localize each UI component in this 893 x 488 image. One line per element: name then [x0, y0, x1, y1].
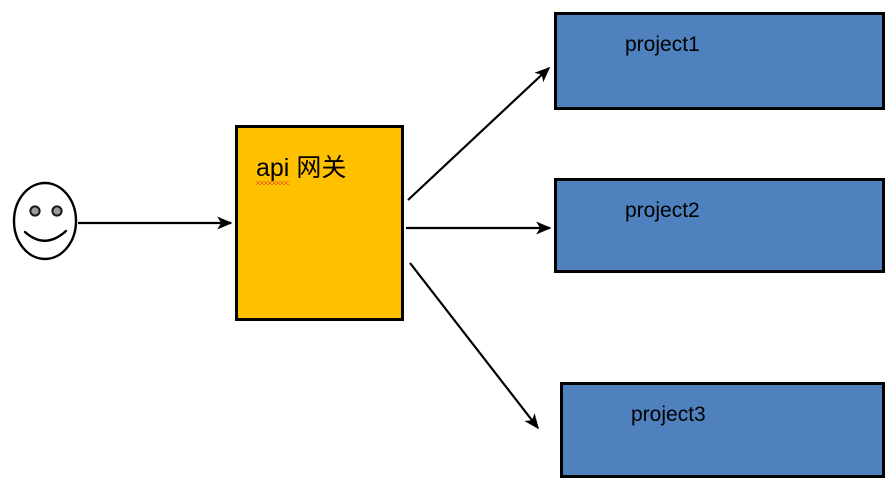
smiley-left-eye-icon: [29, 205, 41, 217]
project1-node[interactable]: project1: [554, 12, 885, 110]
connector-gateway-to-project1: [407, 66, 551, 201]
project2-label: project2: [625, 199, 700, 222]
connector-gateway-to-project3: [409, 262, 539, 430]
project3-label: project3: [631, 403, 706, 426]
api-gateway-label: api 网关: [256, 154, 347, 185]
smiley-mouth-icon: [23, 229, 68, 242]
project3-node[interactable]: project3: [560, 382, 885, 478]
smiley-face-outline: [12, 181, 78, 261]
project1-label: project1: [625, 33, 700, 56]
api-gateway-label-misspelled-word: api: [256, 154, 290, 185]
smiley-face-icon: [12, 181, 78, 261]
api-gateway-label-cjk: 网关: [296, 154, 347, 182]
project2-node[interactable]: project2: [554, 178, 885, 273]
api-gateway-node[interactable]: api 网关: [235, 125, 404, 321]
smiley-right-eye-icon: [51, 205, 63, 217]
